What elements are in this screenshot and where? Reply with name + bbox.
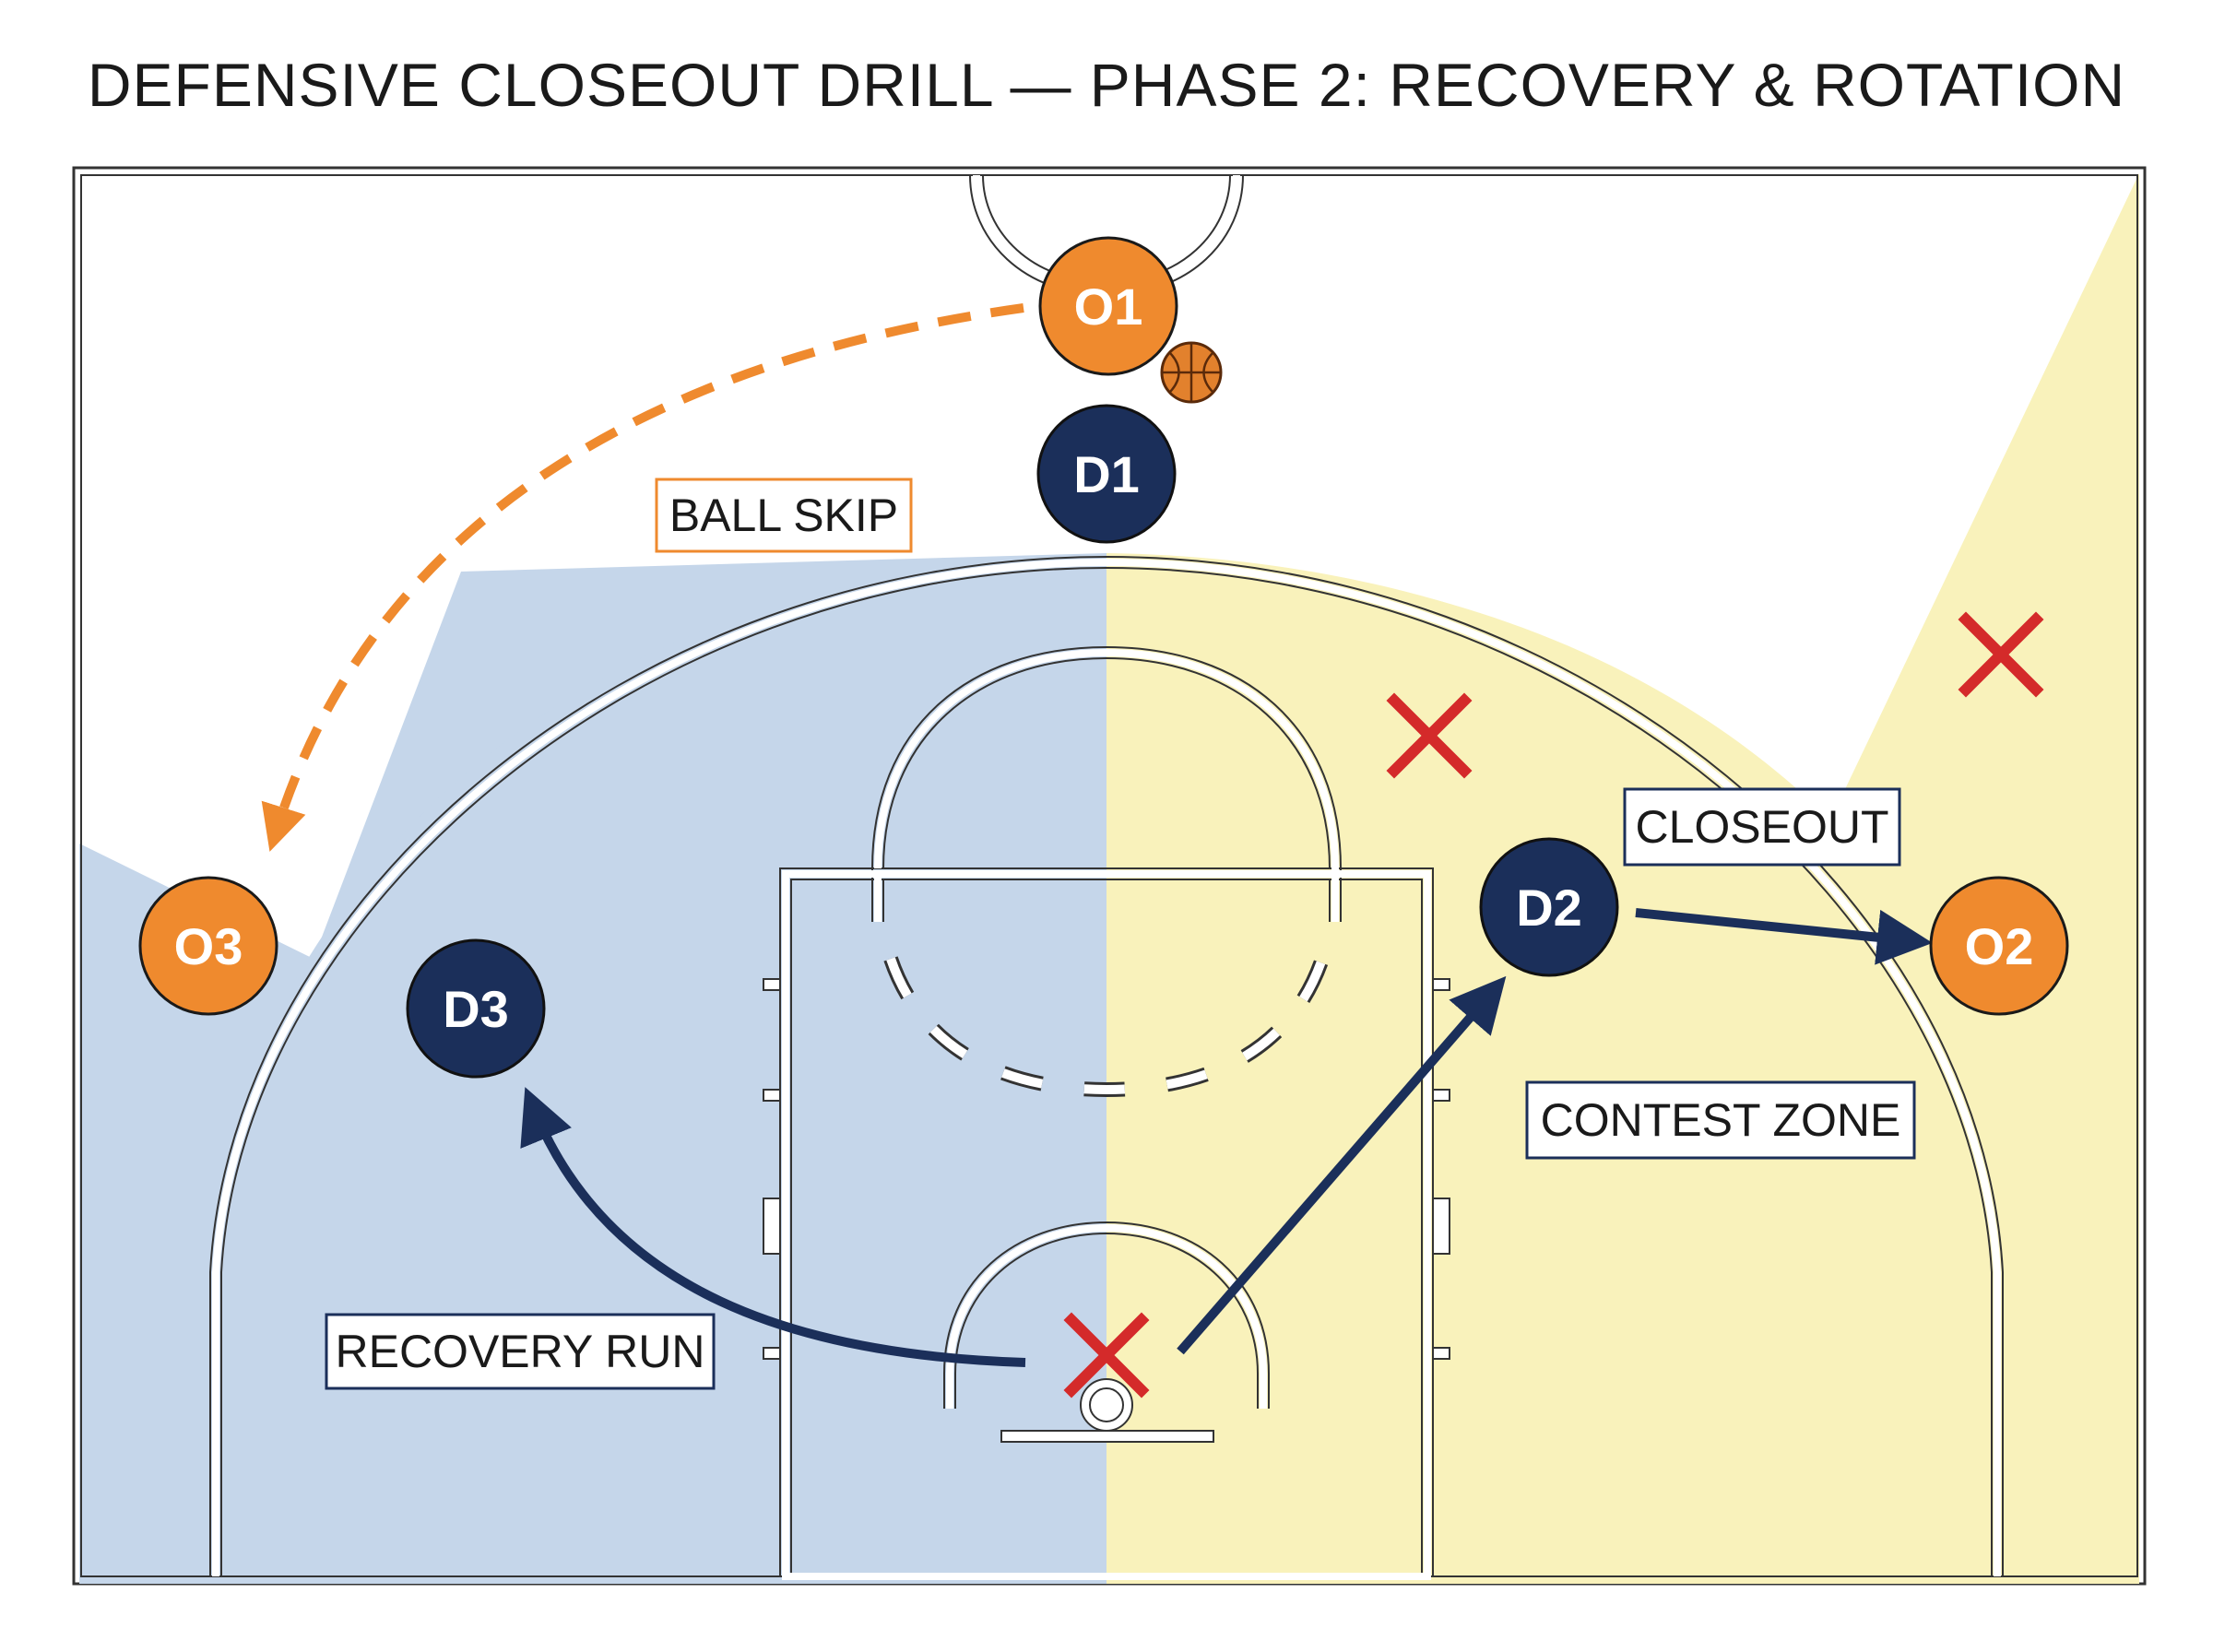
svg-text:CONTEST ZONE: CONTEST ZONE — [1541, 1094, 1901, 1146]
backboard — [1000, 1430, 1214, 1443]
svg-text:RECOVERY RUN: RECOVERY RUN — [335, 1326, 704, 1377]
diagram-title: DEFENSIVE CLOSEOUT DRILL — PHASE 2: RECO… — [87, 51, 2126, 119]
player-o3: O3 — [138, 876, 278, 1016]
rotation-arrow — [1177, 975, 1507, 1355]
closeout-arrow — [1635, 908, 1933, 965]
player-d2: D2 — [1479, 837, 1619, 977]
svg-text:O2: O2 — [1965, 917, 2034, 975]
x-mark-wing — [1386, 692, 1473, 779]
player-o1: O1 — [1038, 236, 1178, 376]
player-o2: O2 — [1929, 876, 2069, 1016]
player-d1: D1 — [1036, 404, 1177, 544]
x-mark-corner — [1958, 611, 2044, 698]
x-mark-basket — [1063, 1312, 1150, 1398]
svg-text:O3: O3 — [174, 917, 243, 975]
label-recovery-run: RECOVERY RUN — [325, 1313, 716, 1390]
label-closeout: CLOSEOUT — [1623, 787, 1901, 867]
recovery-run-arrow — [520, 1087, 1026, 1367]
svg-text:CLOSEOUT: CLOSEOUT — [1635, 801, 1888, 853]
svg-text:D1: D1 — [1073, 445, 1140, 503]
restricted-arc — [943, 1221, 1270, 1409]
free-throw-circle — [871, 645, 1342, 869]
svg-text:D3: D3 — [443, 980, 509, 1038]
basketball-icon — [1160, 341, 1223, 404]
svg-text:O1: O1 — [1074, 277, 1143, 336]
label-contest-zone: CONTEST ZONE — [1525, 1080, 1916, 1160]
ball-skip-arrow — [261, 303, 1024, 852]
player-d3: D3 — [406, 938, 546, 1079]
svg-text:D2: D2 — [1516, 879, 1582, 937]
svg-text:BALL SKIP: BALL SKIP — [669, 490, 898, 541]
label-ball-skip: BALL SKIP — [655, 478, 913, 553]
